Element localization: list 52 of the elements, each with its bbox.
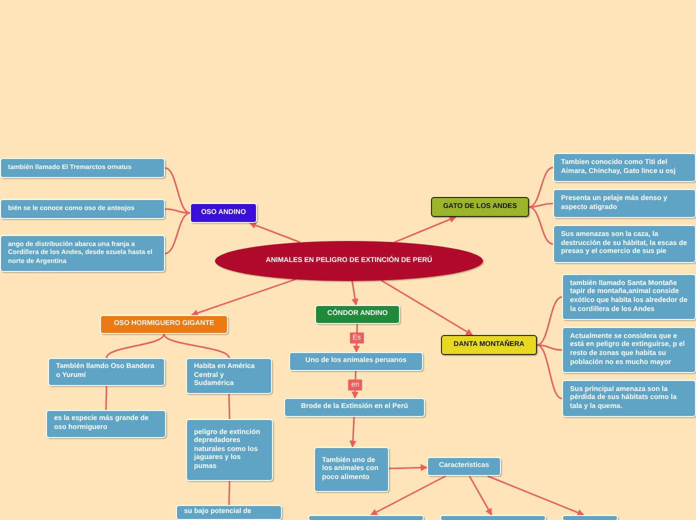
topic-box bbox=[190, 203, 257, 223]
note-box bbox=[284, 398, 425, 417]
note-box bbox=[314, 447, 389, 492]
topic-box bbox=[315, 305, 400, 324]
connector-line bbox=[228, 481, 230, 505]
arrow bbox=[349, 416, 356, 448]
empty-box bbox=[562, 515, 618, 520]
note-box bbox=[562, 380, 696, 417]
note-box bbox=[186, 358, 272, 394]
arrow bbox=[352, 370, 359, 399]
arrow bbox=[249, 222, 301, 244]
connector-line bbox=[536, 344, 562, 400]
connector-line bbox=[528, 202, 554, 208]
arrow bbox=[370, 475, 446, 516]
connector-line bbox=[105, 386, 108, 410]
arrow bbox=[380, 280, 473, 336]
arrow bbox=[191, 278, 296, 316]
note-box bbox=[0, 158, 165, 178]
topic-box bbox=[441, 335, 537, 355]
connector-line bbox=[536, 344, 562, 351]
connector-line bbox=[528, 206, 554, 245]
arrow bbox=[388, 464, 428, 472]
connector-line bbox=[164, 167, 190, 214]
connector-line bbox=[106, 334, 165, 358]
connector-line bbox=[163, 334, 230, 358]
note-box bbox=[427, 457, 501, 476]
note-box bbox=[553, 153, 696, 182]
note-box bbox=[562, 274, 696, 320]
note-box bbox=[48, 358, 165, 386]
topic-box bbox=[100, 315, 228, 334]
note-box bbox=[176, 505, 282, 520]
connector-line bbox=[164, 212, 190, 254]
note-box bbox=[0, 199, 165, 219]
arrow bbox=[351, 280, 358, 306]
connector-line bbox=[164, 208, 190, 214]
arrow bbox=[468, 476, 492, 516]
empty-box bbox=[440, 515, 546, 520]
arrow bbox=[353, 324, 360, 353]
empty-box bbox=[308, 515, 424, 520]
connector-line bbox=[536, 296, 562, 346]
connector-line bbox=[528, 166, 554, 208]
arrow bbox=[394, 216, 456, 243]
connector-line bbox=[228, 394, 230, 419]
topic-box bbox=[431, 197, 529, 217]
note-box bbox=[562, 327, 696, 373]
note-box bbox=[289, 352, 423, 371]
note-box bbox=[553, 189, 696, 218]
note-box bbox=[0, 235, 165, 272]
arrow bbox=[487, 475, 584, 516]
note-box bbox=[553, 225, 696, 263]
note-box bbox=[186, 419, 273, 481]
note-box bbox=[46, 410, 166, 438]
